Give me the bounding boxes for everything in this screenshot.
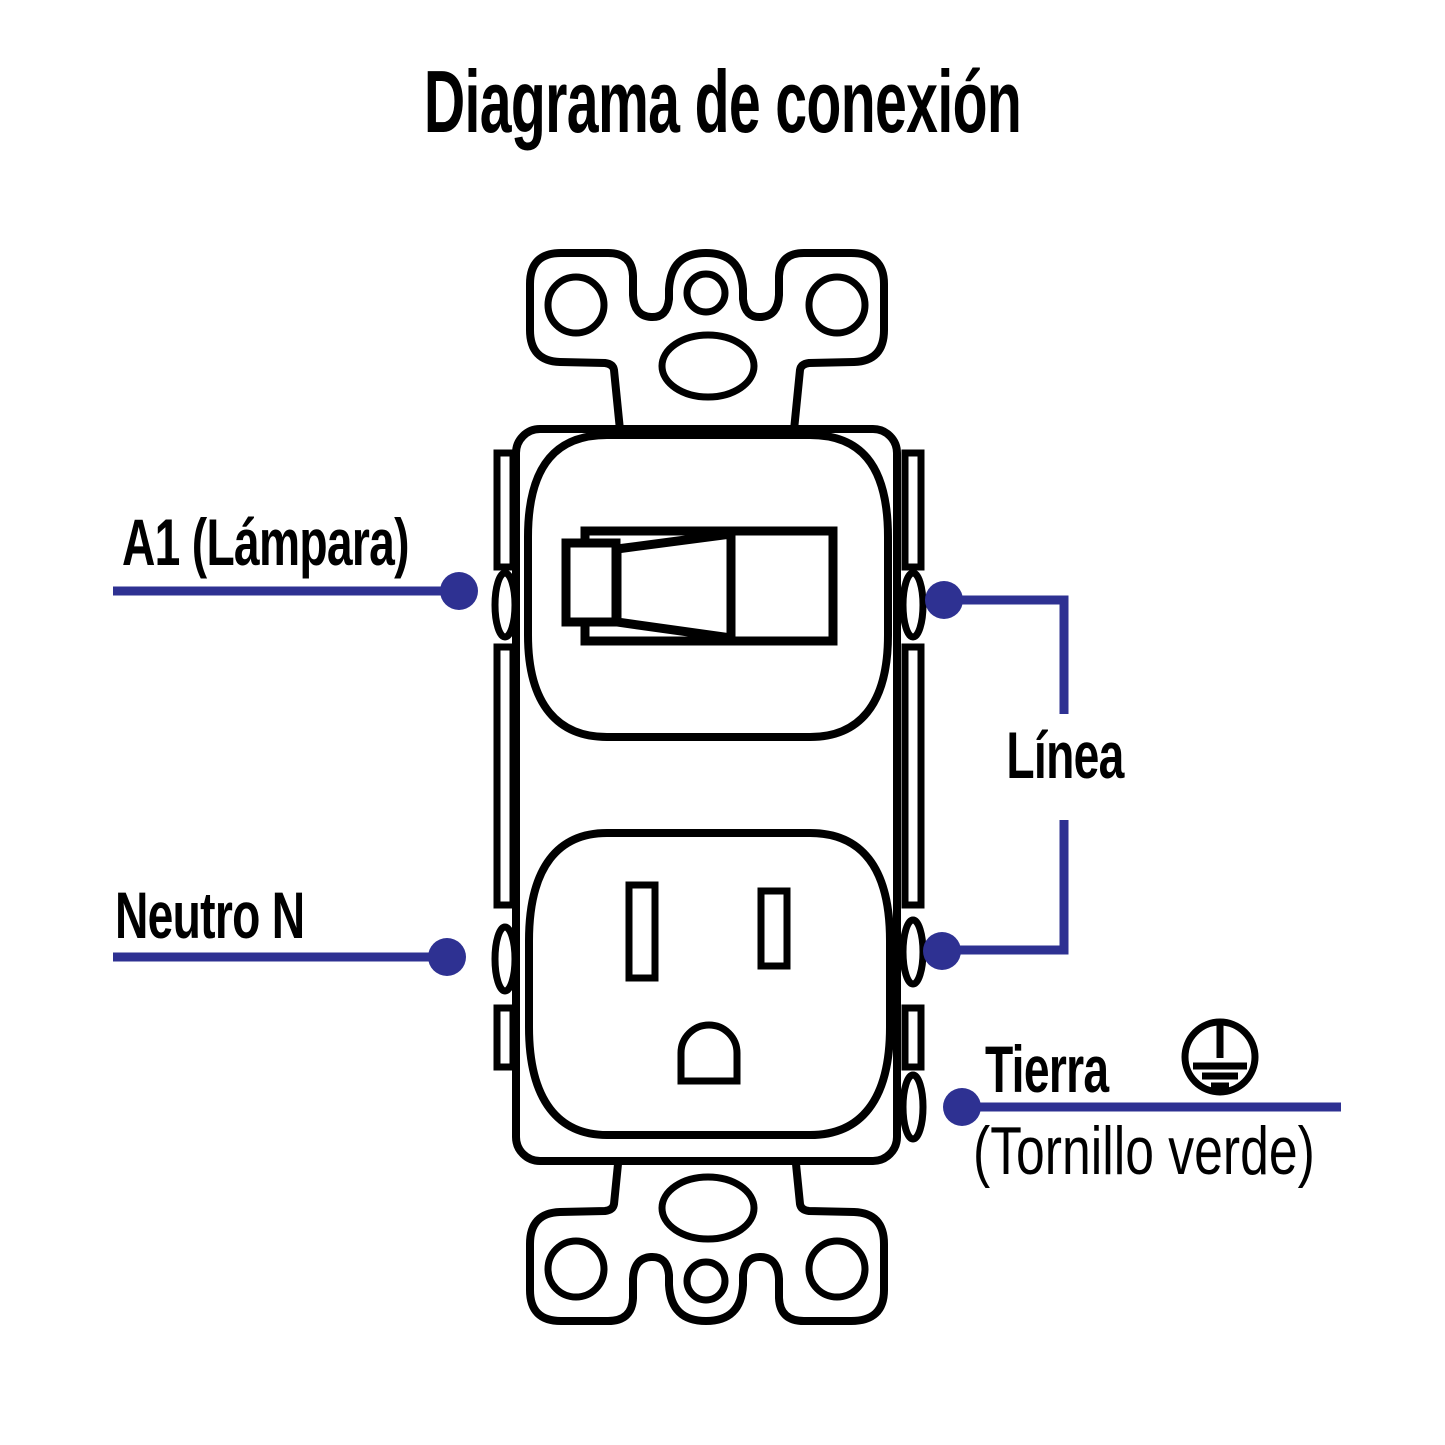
- wire-linea-bottom-dot: [923, 932, 961, 970]
- wire-tierra-dot: [943, 1088, 981, 1126]
- label-a1-lampara: A1 (Lámpara): [122, 505, 410, 579]
- toggle-switch-paddle: [612, 528, 736, 644]
- label-tierra: Tierra: [985, 1032, 1109, 1106]
- label-neutro: Neutro N: [115, 878, 305, 952]
- rail-right-bottom: [901, 1004, 925, 1071]
- mounting-strap-top: [526, 249, 888, 434]
- wire-neutro-dot: [428, 938, 466, 976]
- outlet-neutral-slot: [625, 881, 659, 982]
- rail-right-top: [901, 449, 925, 571]
- wallplate-screw-hole: [658, 331, 758, 401]
- strap-center-hole: [683, 270, 729, 316]
- mounting-strap-bottom: [530, 1144, 884, 1321]
- rail-right-middle: [901, 643, 925, 909]
- toggle-switch-tip: [561, 538, 621, 627]
- switch-section: [524, 431, 892, 741]
- terminal-screw-outlet-right: [899, 916, 927, 988]
- wire-leaders: [113, 572, 1341, 1126]
- wire-a1-dot: [440, 572, 478, 610]
- label-linea: Línea: [1006, 718, 1124, 792]
- rail-left-bottom: [493, 1004, 517, 1071]
- wire-linea-top-dot: [925, 581, 963, 619]
- terminal-screw-ground-right: [899, 1071, 927, 1143]
- strap-mounting-hole-left: [544, 273, 608, 337]
- terminal-screw-switch-right: [899, 569, 927, 641]
- rail-left-top: [493, 449, 517, 571]
- page-title: Diagrama de conexión: [423, 52, 1022, 151]
- ground-icon: [1181, 1018, 1259, 1096]
- rail-left-middle: [493, 643, 517, 909]
- outlet-ground-slot: [677, 1021, 741, 1085]
- outlet-hot-slot: [757, 887, 791, 970]
- outlet-section: [525, 829, 894, 1139]
- wire-linea-top: [944, 595, 1069, 714]
- wire-linea-bottom: [942, 820, 1069, 955]
- label-tornillo-verde: (Tornillo verde): [973, 1113, 1315, 1189]
- outlet-face: [525, 829, 894, 1139]
- strap-mounting-hole-right: [805, 273, 869, 337]
